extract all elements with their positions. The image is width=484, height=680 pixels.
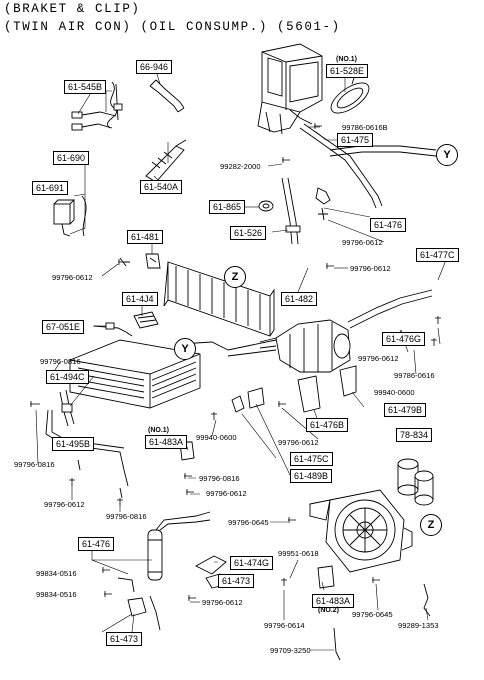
ref-99796-0614[interactable]: 99796-0614 bbox=[264, 621, 305, 630]
part-66-946[interactable]: 66-946 bbox=[136, 60, 173, 74]
heater-unit-drawing bbox=[257, 43, 323, 135]
part-61-528e[interactable]: 61-528E bbox=[326, 64, 369, 78]
ref-99786-0616[interactable]: 99786-0616 bbox=[394, 371, 435, 380]
note-no2-bot: (NO.2) bbox=[318, 607, 339, 614]
ref-99796-0816-d[interactable]: 99796-0816 bbox=[106, 512, 147, 521]
sensor-691-drawing bbox=[53, 195, 87, 237]
part-61-475[interactable]: 61-475 bbox=[337, 133, 374, 147]
part-78-834[interactable]: 78-834 bbox=[396, 428, 433, 442]
ref-99796-0645-a[interactable]: 99796-0645 bbox=[228, 518, 269, 527]
hose-526-drawing bbox=[281, 177, 301, 245]
callout-z-right[interactable]: Z bbox=[420, 514, 442, 536]
ref-99796-0612-b[interactable]: 99796-0612 bbox=[52, 273, 93, 282]
ref-99796-0612-h[interactable]: 99796-0612 bbox=[202, 598, 243, 607]
part-61-545b[interactable]: 61-545B bbox=[64, 80, 107, 94]
diagram-title: (BRAKET & CLIP) bbox=[4, 2, 141, 16]
part-61-540a[interactable]: 61-540A bbox=[140, 180, 183, 194]
ref-99796-0816-b[interactable]: 99796-0816 bbox=[14, 460, 55, 469]
part-61-865[interactable]: 61-865 bbox=[209, 200, 246, 214]
part-61-476g[interactable]: 61-476G bbox=[382, 332, 426, 346]
ref-99796-0645-b[interactable]: 99796-0645 bbox=[352, 610, 393, 619]
part-67-051e[interactable]: 67-051E bbox=[42, 320, 85, 334]
part-61-4j4[interactable]: 61-4J4 bbox=[122, 292, 158, 306]
ref-99796-0612-g[interactable]: 99796-0612 bbox=[206, 489, 247, 498]
grommet-865-drawing bbox=[258, 200, 274, 212]
ref-99796-0816-c[interactable]: 99796-0816 bbox=[199, 474, 240, 483]
note-no1-top: (NO.1) bbox=[336, 56, 357, 63]
part-61-476b[interactable]: 61-476B bbox=[306, 418, 349, 432]
part-61-473-right[interactable]: 61-473 bbox=[218, 574, 255, 588]
compressor-drawing bbox=[179, 289, 433, 373]
ref-99940-0600-a[interactable]: 99940-0600 bbox=[374, 388, 415, 397]
callout-y-left[interactable]: Y bbox=[174, 338, 196, 360]
ref-99796-0612-f[interactable]: 99796-0612 bbox=[44, 500, 85, 509]
part-61-489b[interactable]: 61-489B bbox=[290, 469, 333, 483]
ref-99796-0816-a[interactable]: 99796-0816 bbox=[40, 357, 81, 366]
ref-99940-0600-b[interactable]: 99940-0600 bbox=[196, 433, 237, 442]
part-61-477c[interactable]: 61-477C bbox=[416, 248, 459, 262]
fan-shroud-drawing bbox=[309, 489, 413, 573]
gasket-drawing bbox=[330, 77, 370, 114]
part-61-691[interactable]: 61-691 bbox=[32, 181, 69, 195]
condenser-drawing bbox=[163, 261, 275, 337]
part-61-476-lower[interactable]: 61-476 bbox=[78, 537, 115, 551]
ref-99709-3250[interactable]: 99709-3250 bbox=[270, 646, 311, 655]
part-61-483a-lower[interactable]: 61-483A bbox=[312, 594, 355, 608]
receiver-drier-drawing bbox=[147, 511, 211, 581]
callout-y-upper[interactable]: Y bbox=[436, 144, 458, 166]
wire-051e-drawing bbox=[93, 322, 133, 337]
ref-99796-0612-a[interactable]: 99796-0612 bbox=[342, 238, 383, 247]
harness-545b-drawing bbox=[71, 81, 123, 131]
ref-99796-0612-c[interactable]: 99796-0612 bbox=[350, 264, 391, 273]
part-61-690[interactable]: 61-690 bbox=[53, 151, 90, 165]
ref-99282-2000[interactable]: 99282-2000 bbox=[220, 162, 261, 171]
callout-z-left[interactable]: Z bbox=[224, 266, 246, 288]
part-61-482[interactable]: 61-482 bbox=[281, 292, 318, 306]
part-61-476-upper[interactable]: 61-476 bbox=[370, 218, 407, 232]
note-no1-mid: (NO.1) bbox=[148, 427, 169, 434]
diagram-subtitle: (TWIN AIR CON) (OIL CONSUMP.) (5601-) bbox=[4, 20, 341, 34]
part-61-526[interactable]: 61-526 bbox=[230, 226, 267, 240]
ref-99786-0616b[interactable]: 99786-0616B bbox=[342, 123, 388, 132]
part-61-483a-upper[interactable]: 61-483A bbox=[145, 435, 188, 449]
evaporator-box-drawing bbox=[69, 339, 201, 409]
part-61-494c[interactable]: 61-494C bbox=[46, 370, 89, 384]
part-61-479b[interactable]: 61-479B bbox=[384, 403, 427, 417]
part-61-495b[interactable]: 61-495B bbox=[52, 437, 95, 451]
ref-99796-0612-e[interactable]: 99796-0612 bbox=[278, 438, 319, 447]
part-61-475c[interactable]: 61-475C bbox=[290, 452, 333, 466]
bracket-481-drawing bbox=[119, 253, 161, 269]
strap-946-drawing bbox=[149, 79, 185, 113]
ref-99951-0618[interactable]: 99951-0618 bbox=[278, 549, 319, 558]
part-61-473-lower[interactable]: 61-473 bbox=[106, 632, 143, 646]
cylinders-834-drawing bbox=[397, 458, 434, 506]
ref-99289-1353[interactable]: 99289-1353 bbox=[398, 621, 439, 630]
part-61-481[interactable]: 61-481 bbox=[127, 230, 164, 244]
part-61-474g[interactable]: 61-474G bbox=[230, 556, 274, 570]
ref-99834-0516-a[interactable]: 99834-0516 bbox=[36, 569, 77, 578]
ref-99834-0516-b[interactable]: 99834-0516 bbox=[36, 590, 77, 599]
ref-99796-0612-d[interactable]: 99796-0612 bbox=[358, 354, 399, 363]
